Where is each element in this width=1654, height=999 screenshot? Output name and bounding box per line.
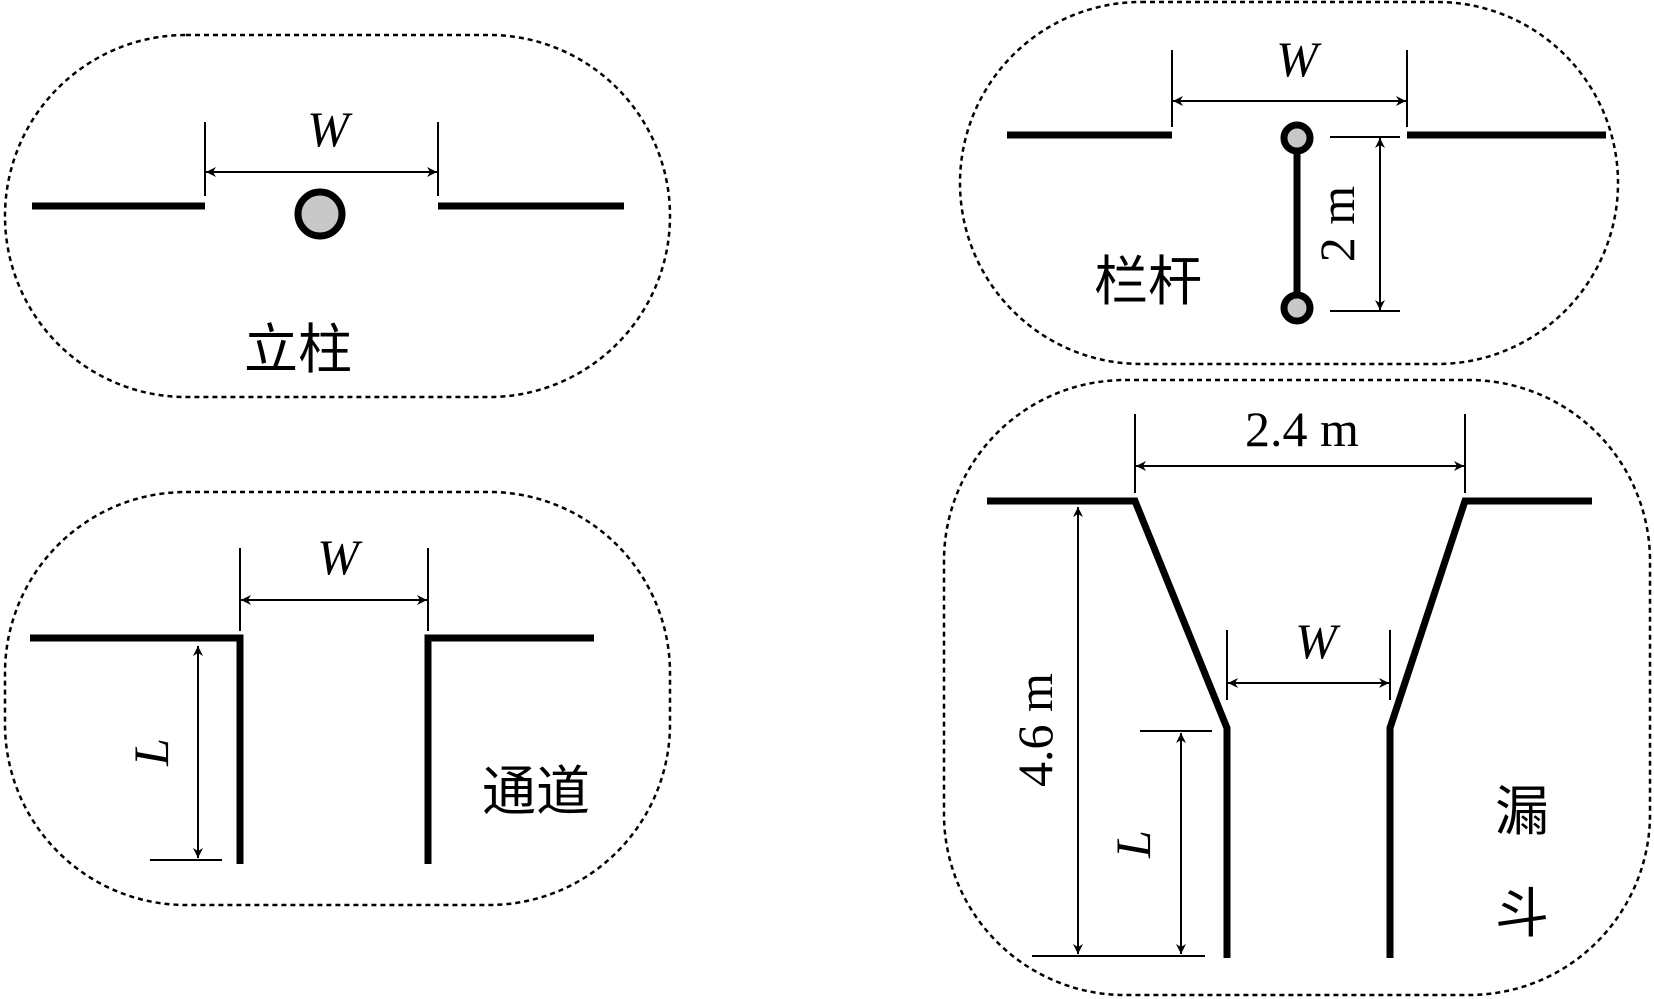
funnel-width-label: W	[1295, 613, 1341, 669]
funnel-length-label: L	[1105, 830, 1161, 859]
funnel-panel: 2.4 m W 4.6 m L 漏 斗	[942, 378, 1652, 997]
rail-panel-border	[958, 0, 1620, 366]
corridor-caption: 通道	[482, 760, 590, 823]
corridor-panel: W L 通道	[3, 490, 672, 907]
rail-panel: W 2 m 栏杆	[958, 0, 1620, 366]
funnel-right-wall	[1386, 497, 1592, 958]
rail-caption: 栏杆	[1094, 250, 1202, 313]
rail-top-post	[1280, 121, 1314, 155]
rail-width-label: W	[1276, 31, 1322, 87]
funnel-panel-border	[942, 378, 1652, 997]
funnel-top-width-label: 2.4 m	[1245, 401, 1359, 457]
funnel-caption-line2: 斗	[1495, 882, 1549, 945]
pillar-caption: 立柱	[244, 318, 352, 381]
pillar-circle	[294, 188, 346, 240]
pillar-panel: W 立柱	[3, 33, 672, 399]
pillar-panel-border	[3, 33, 672, 399]
corridor-width-label: W	[317, 529, 363, 585]
rail-length-label: 2 m	[1309, 186, 1365, 263]
funnel-caption-line1: 漏	[1495, 780, 1549, 843]
corridor-panel-border	[3, 490, 672, 907]
corridor-left-wall	[30, 634, 244, 864]
funnel-left-wall	[987, 497, 1231, 958]
corridor-right-wall	[424, 634, 594, 864]
corridor-length-label: L	[123, 738, 179, 767]
funnel-height-label: 4.6 m	[1007, 673, 1063, 787]
rail-bottom-post	[1280, 291, 1314, 325]
pillar-width-label: W	[307, 101, 353, 157]
